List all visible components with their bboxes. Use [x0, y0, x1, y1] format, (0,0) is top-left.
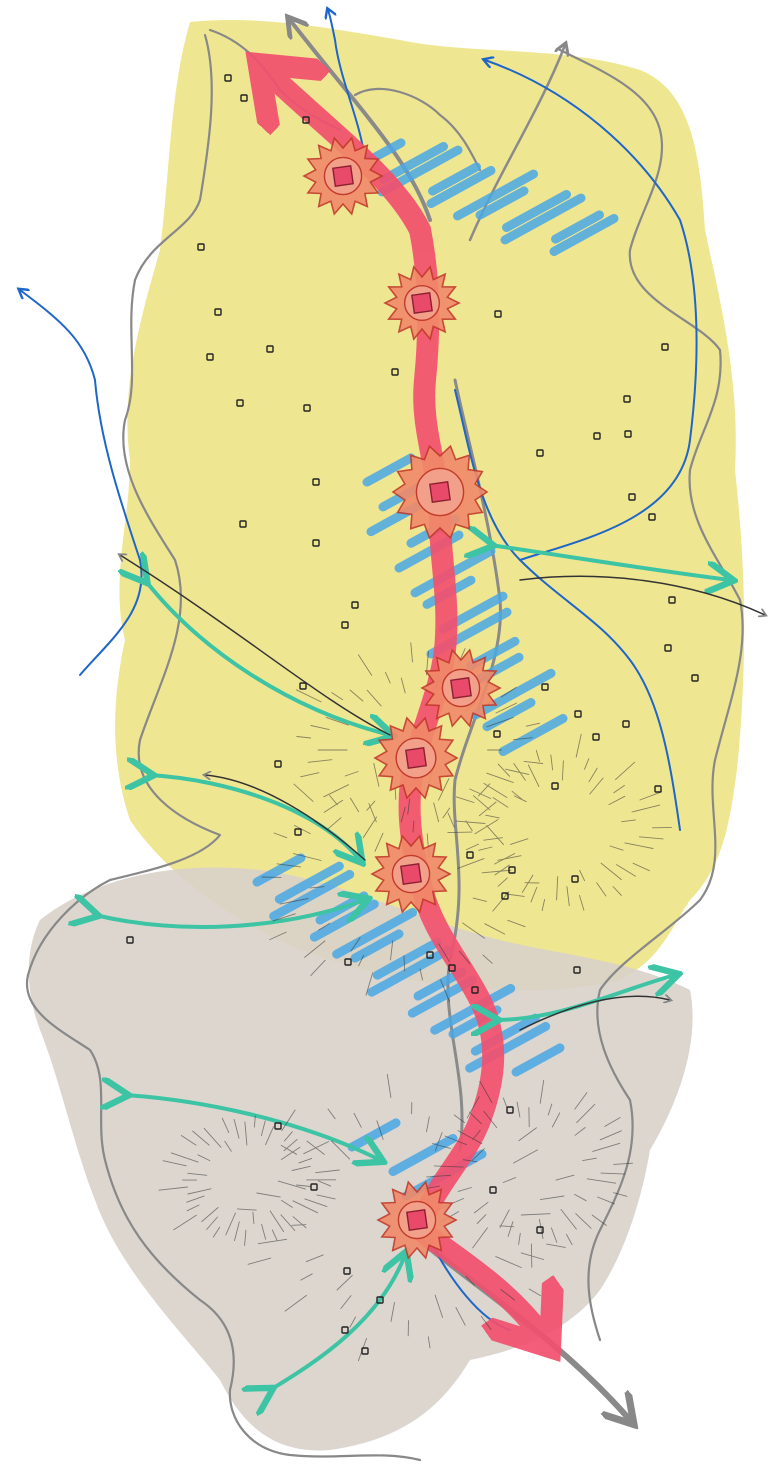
texture-stroke — [448, 832, 472, 833]
texture-stroke — [292, 1225, 306, 1226]
texture-stroke — [395, 788, 396, 799]
